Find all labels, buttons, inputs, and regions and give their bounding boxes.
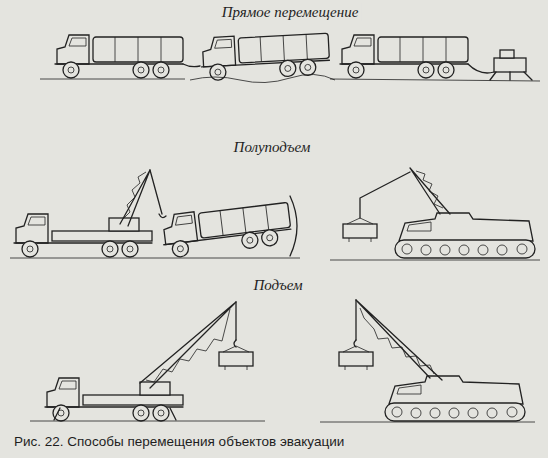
scene-heading: Полуподъем bbox=[231, 138, 314, 156]
figure-caption: Рис. 22. Способы перемещения объектов эв… bbox=[14, 433, 344, 450]
direct-movement-scene bbox=[40, 31, 540, 82]
lift-scene bbox=[30, 300, 535, 422]
scene-heading: Прямое перемещение bbox=[219, 3, 362, 21]
scene-heading: Подъем bbox=[250, 276, 305, 294]
semi-lift-scene bbox=[10, 168, 540, 260]
